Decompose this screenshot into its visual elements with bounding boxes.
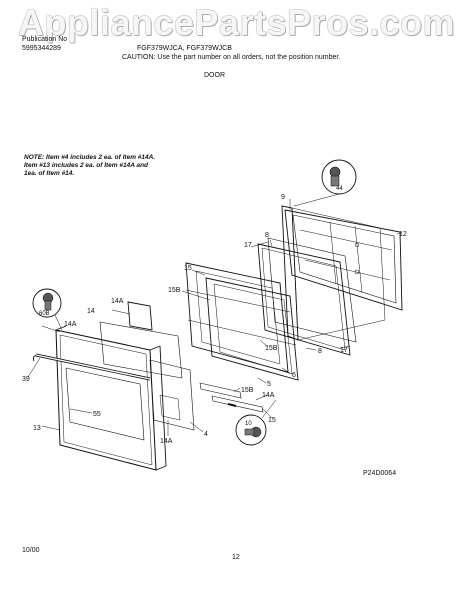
callout-15-top: 15 — [184, 265, 192, 272]
callout-9: 9 — [281, 194, 285, 201]
callout-55: 55 — [93, 411, 101, 418]
screw-44-bubble — [293, 159, 357, 207]
publication-number: 5995344289 — [22, 45, 61, 52]
diagram-code: P24D0064 — [363, 470, 397, 477]
insulation-4 — [149, 359, 195, 431]
callout-10: 10 — [245, 421, 252, 427]
door-handle — [32, 353, 151, 381]
callout-14: 14 — [87, 308, 95, 315]
section-title: DOOR — [204, 72, 225, 79]
model-numbers: FGF379WJCA, FGF379WJCB — [137, 45, 232, 52]
insulation-14 — [99, 321, 183, 379]
callout-15b-low: 15B — [241, 387, 254, 394]
footer-page-number: 12 — [232, 554, 240, 561]
callout-leaders — [27, 199, 403, 436]
callout-14a-top: 14A — [111, 298, 124, 305]
callout-17-top: 17 — [244, 242, 252, 249]
callout-15b-top: 15B — [168, 287, 181, 294]
screw-10-bubble — [235, 399, 277, 446]
insulation-14a-top — [127, 301, 153, 331]
callout-8-right: 8 — [318, 348, 322, 355]
bottom-spacers — [199, 382, 264, 413]
callout-15b-mid: 15B — [265, 345, 278, 352]
outer-door-panel — [55, 325, 167, 471]
note-line-1: NOTE: Item #4 includes 2 ea. of Item #14… — [24, 154, 156, 161]
callout-8-top: 8 — [265, 232, 269, 239]
watermark: AppliancePartsPros.com — [18, 2, 456, 43]
caution-text: CAUTION: Use the part number on all orde… — [122, 54, 341, 61]
callout-5: 5 — [267, 381, 271, 388]
window-glass-8 — [257, 243, 351, 356]
callout-17-right: 17 — [340, 347, 348, 354]
publication-label: Publication No — [22, 36, 68, 43]
callout-15-bottom: 15 — [268, 417, 276, 424]
callout-60b: 60B — [39, 311, 50, 317]
screw-60b-bubble — [32, 288, 63, 331]
callout-6: 6 — [292, 372, 296, 379]
callout-13: 13 — [33, 425, 41, 432]
callout-14a-left: 14A — [64, 321, 77, 328]
callout-12: 12 — [399, 231, 407, 238]
footer-date: 10/00 — [22, 547, 40, 554]
window-pack — [185, 262, 299, 381]
callout-4: 4 — [204, 431, 208, 438]
callout-14a-right: 14A — [262, 392, 275, 399]
callout-14a-bottom: 14A — [160, 438, 173, 445]
note-line-2: Item #13 includes 2 ea. of Item #14A and — [24, 162, 149, 169]
callout-44: 44 — [336, 186, 343, 192]
note-line-3: 1ea. of Item #14. — [24, 170, 75, 177]
callout-39: 39 — [22, 376, 30, 383]
